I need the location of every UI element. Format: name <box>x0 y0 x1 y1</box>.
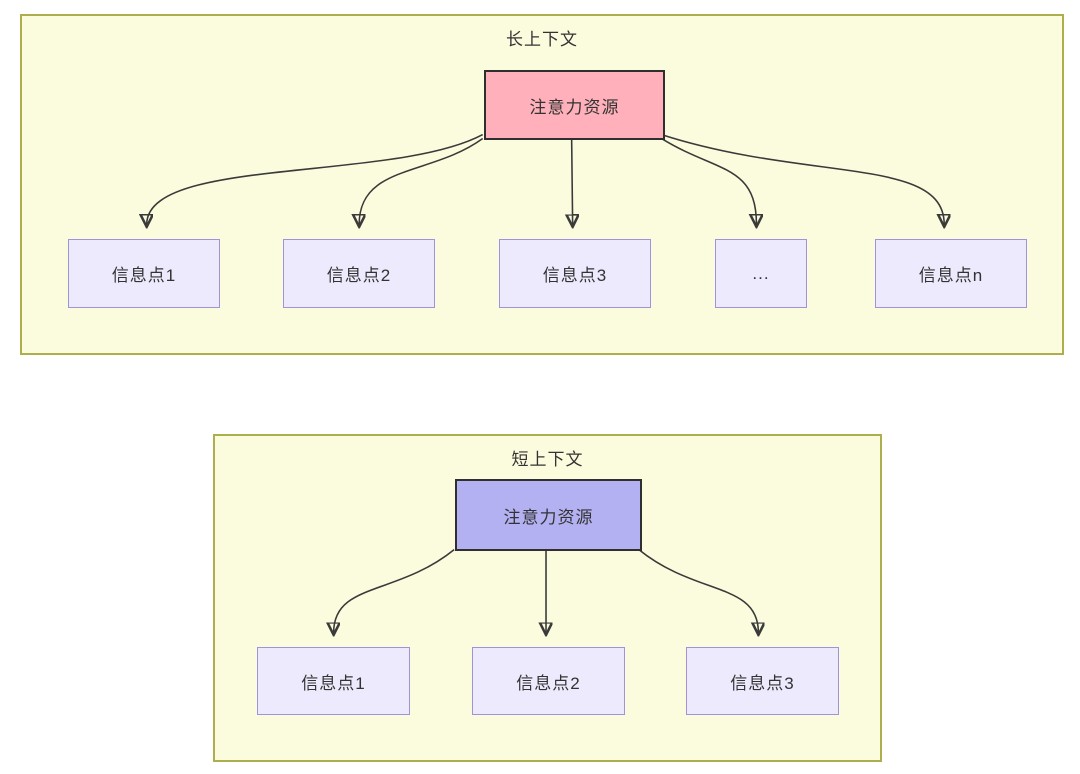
info-node-short-2: 信息点2 <box>472 647 625 715</box>
info-node-long-2: 信息点2 <box>283 239 435 308</box>
info-node-short-3: 信息点3 <box>686 647 839 715</box>
panel-title-long-context: 长上下文 <box>506 30 578 49</box>
info-node-long-n: 信息点n <box>875 239 1027 308</box>
connector-arrows-short <box>215 548 880 760</box>
info-node-short-1: 信息点1 <box>257 647 410 715</box>
connector-arrows-long <box>22 133 1062 353</box>
attention-box-long: 注意力资源 <box>484 70 665 140</box>
panel-short-context: 短上下文 注意力资源 信息点1 信息点2 信息点3 <box>213 434 882 762</box>
info-node-long-3: 信息点3 <box>499 239 651 308</box>
attention-box-short: 注意力资源 <box>455 479 642 551</box>
panel-long-context: 长上下文 注意力资源 信息点1 信息点2 信息点3 ... 信息点n <box>20 14 1064 355</box>
panel-title-short-context: 短上下文 <box>511 450 584 469</box>
info-node-long-ellipsis: ... <box>715 239 807 308</box>
info-node-long-1: 信息点1 <box>68 239 220 308</box>
